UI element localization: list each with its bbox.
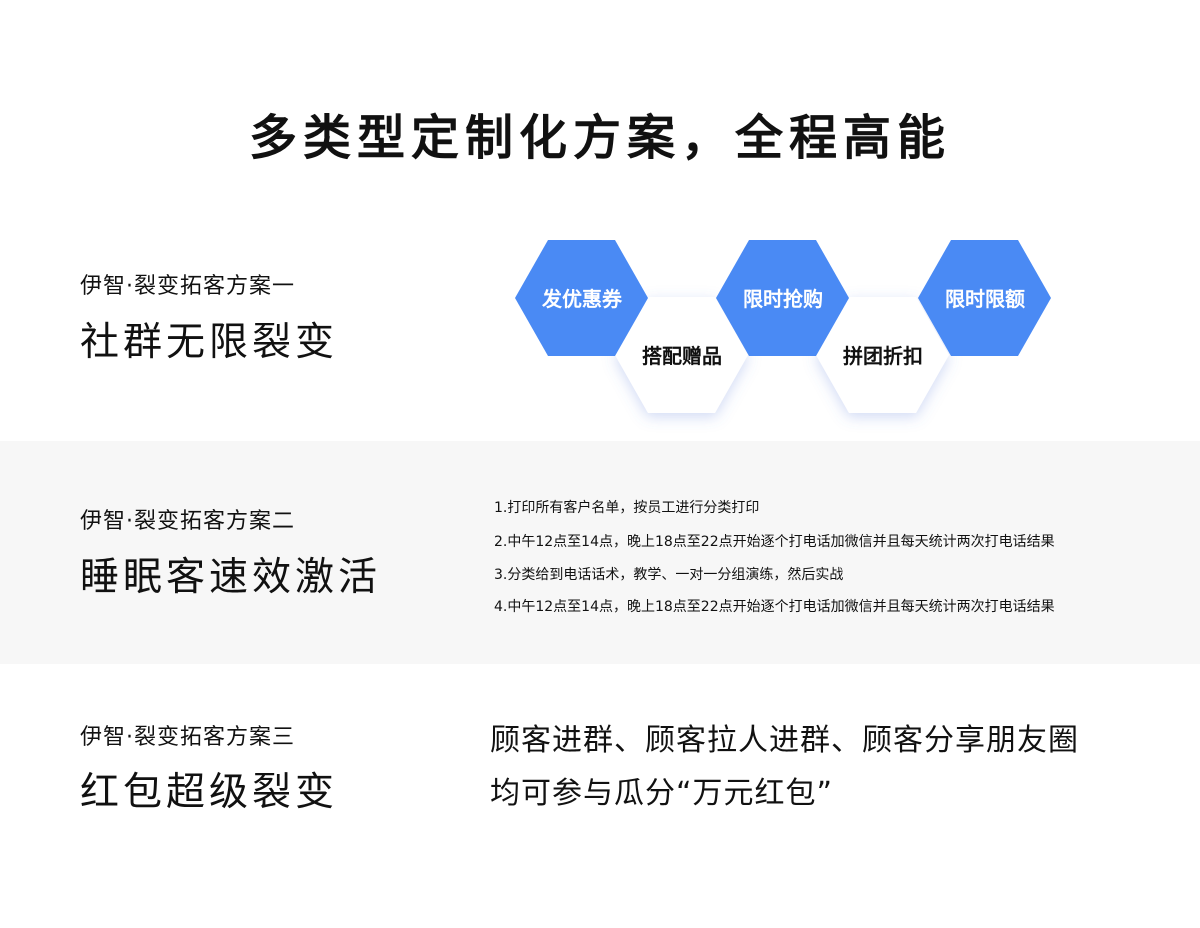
hexagon-group (515, 240, 1051, 413)
promo-line: 均可参与瓜分“万元红包” (490, 776, 834, 811)
step-item: 4.中午12点至14点，晚上18点至22点开始逐个打电话加微信并且每天统计两次打… (494, 599, 1055, 615)
hexagon-label: 拼团折扣 (843, 344, 923, 368)
hexagon-label: 限时限额 (945, 287, 1025, 311)
promo-line: 顾客进群、顾客拉人进群、顾客分享朋友圈 (490, 723, 1079, 758)
hexagon-blue-1 (515, 240, 648, 356)
page-title: 多类型定制化方案，全程高能 (248, 110, 951, 166)
hexagon-blue-3 (918, 240, 1051, 356)
hexagon-white-2 (816, 297, 949, 413)
step-item: 2.中午12点至14点，晚上18点至22点开始逐个打电话加微信并且每天统计两次打… (494, 534, 1055, 550)
hexagon-blue-2 (716, 240, 849, 356)
hexagon-label: 搭配赠品 (642, 344, 722, 368)
hexagon-white-1 (615, 297, 748, 413)
section-3-heading: 红包超级裂变 (80, 770, 339, 815)
section-1-heading: 社群无限裂变 (80, 320, 339, 365)
hexagon-label: 限时抢购 (743, 287, 823, 311)
section-3-subtitle: 伊智·裂变拓客方案三 (80, 725, 295, 750)
section-2-background (0, 441, 1200, 664)
hexagon-label: 发优惠券 (542, 287, 622, 311)
section-2-heading: 睡眠客速效激活 (80, 555, 382, 600)
section-2-subtitle: 伊智·裂变拓客方案二 (80, 509, 295, 534)
step-item: 1.打印所有客户名单，按员工进行分类打印 (494, 500, 760, 516)
section-1-subtitle: 伊智·裂变拓客方案一 (80, 274, 295, 299)
step-item: 3.分类给到电话话术，教学、一对一分组演练，然后实战 (494, 567, 844, 583)
